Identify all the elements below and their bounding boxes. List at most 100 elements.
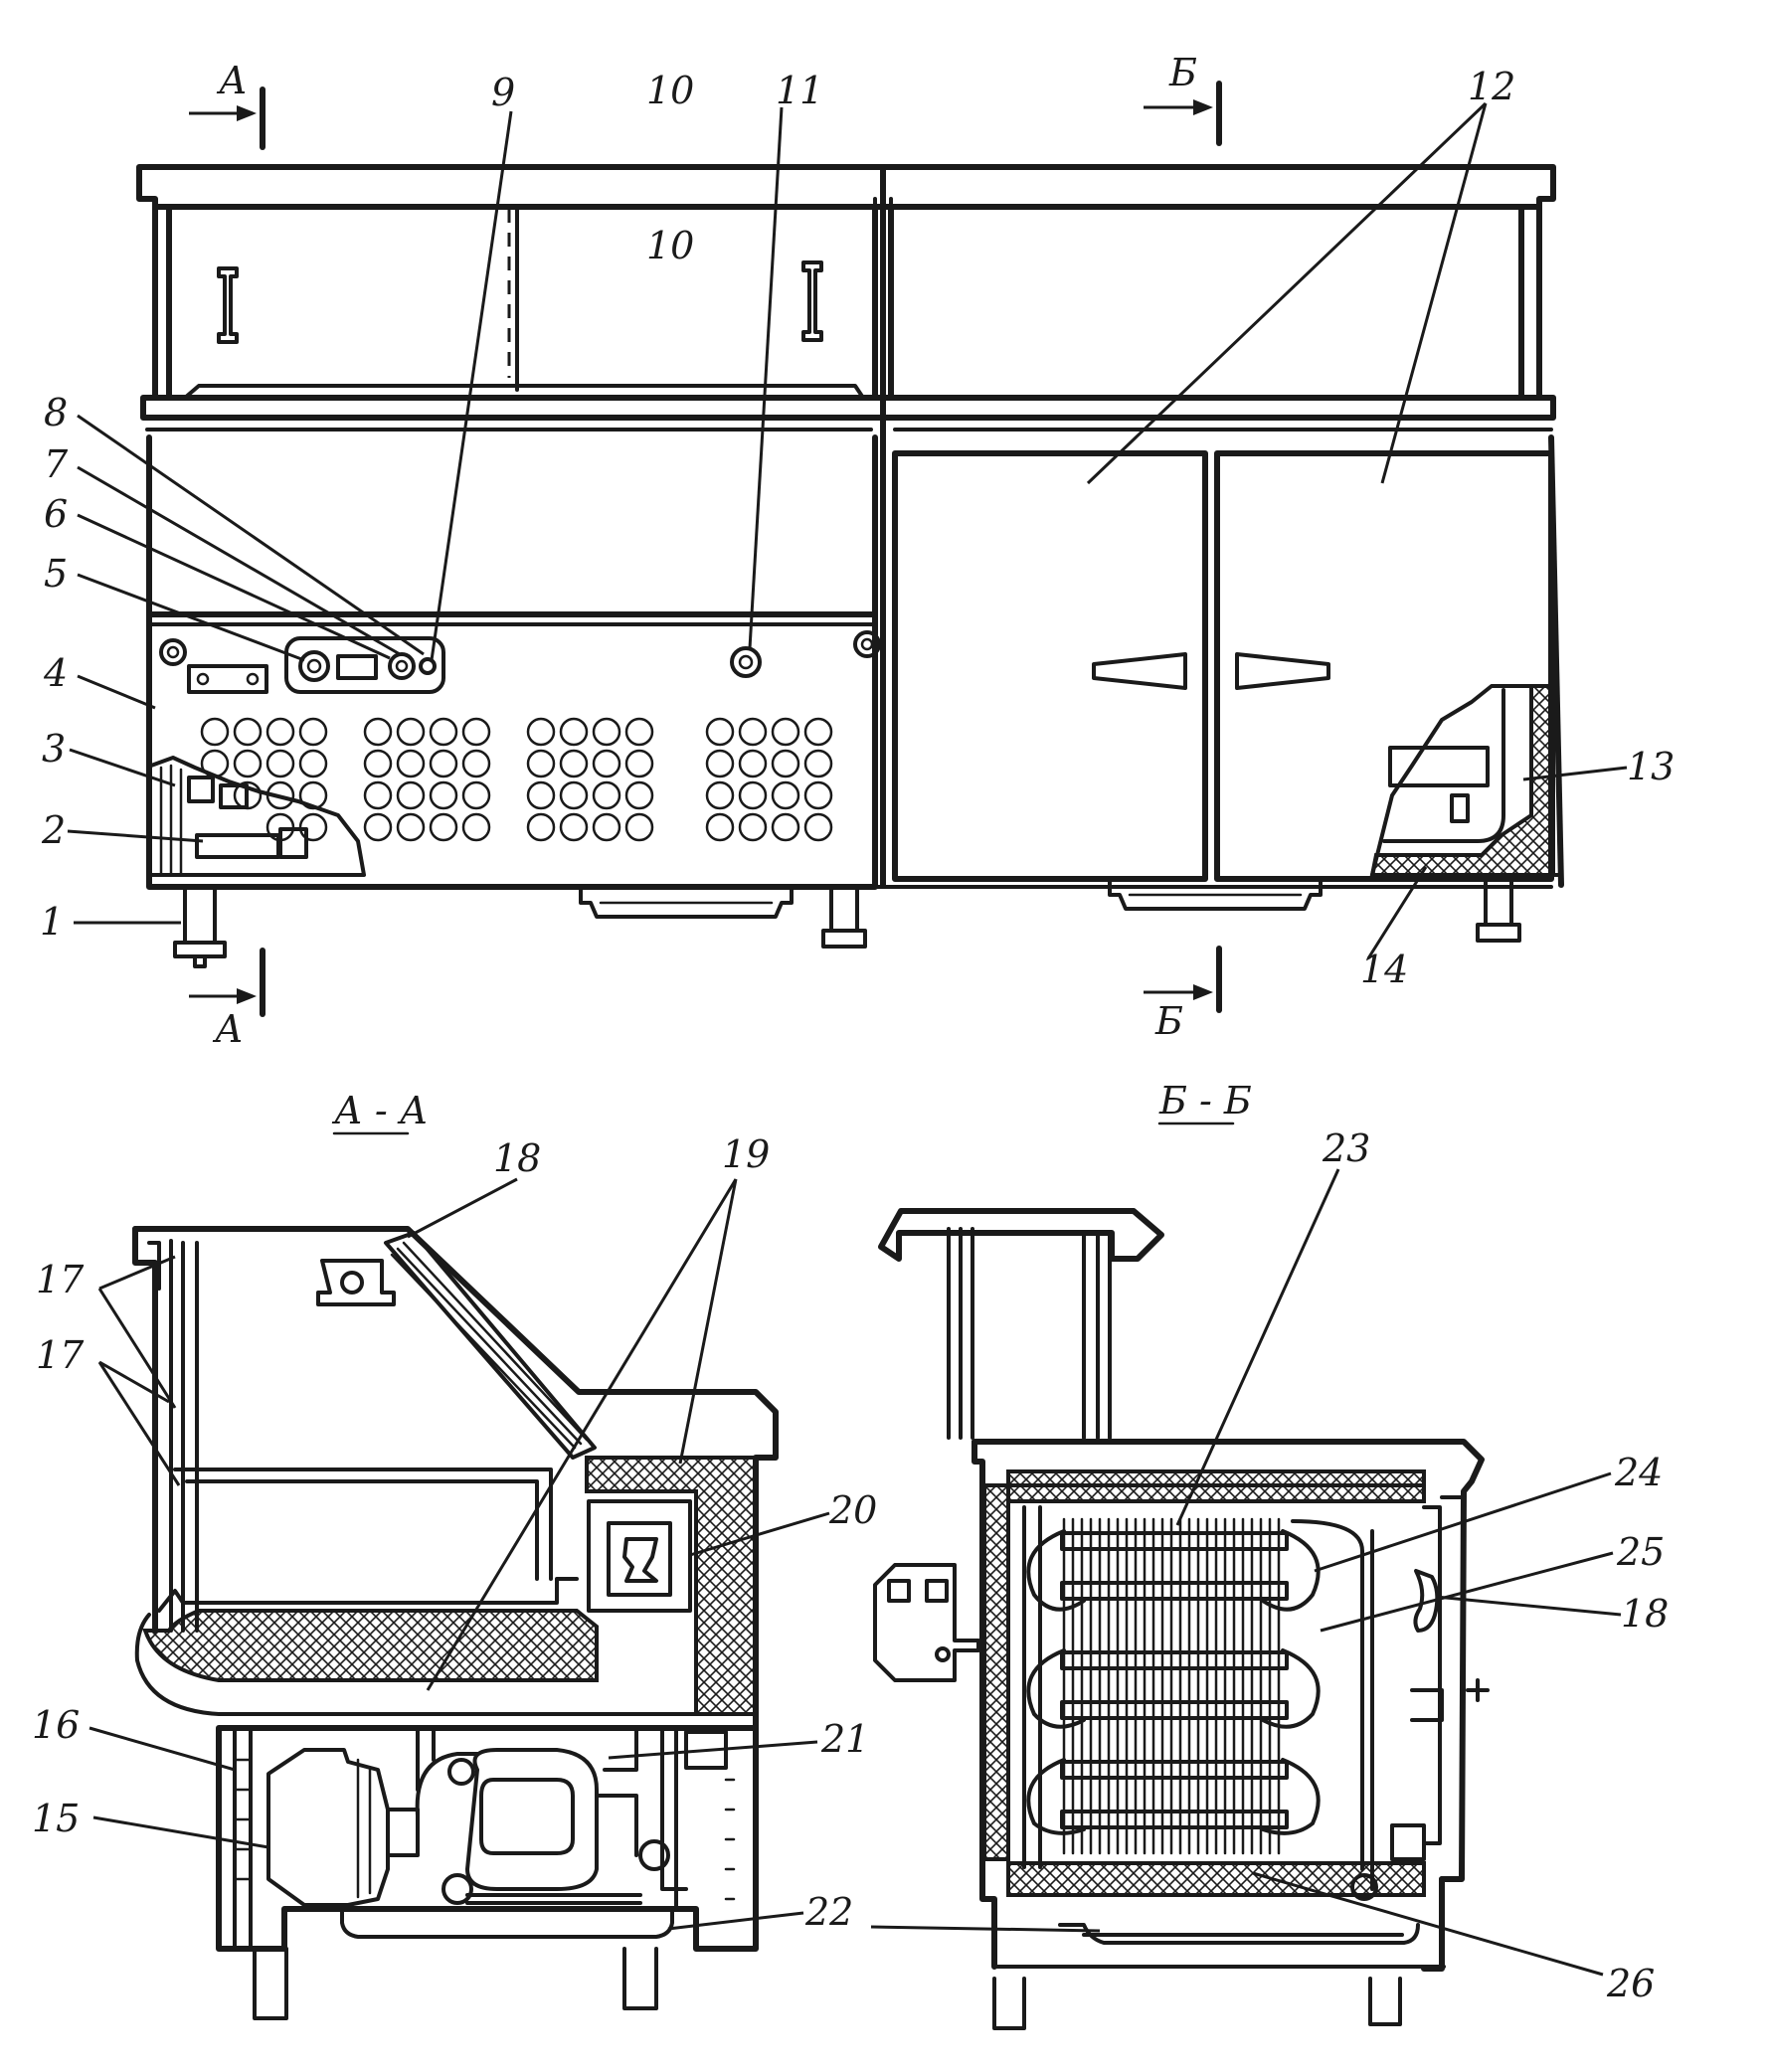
vent-hole-icon [705,717,735,747]
vent-hole-icon [592,749,621,778]
vent-hole-icon [461,812,491,842]
svg-text:Б: Б [1154,999,1183,1043]
vent-hole-icon [298,717,328,747]
vent-hole-icon [461,749,491,778]
label-16: 16 [32,1703,80,1747]
svg-text:А: А [216,59,248,102]
label-17b: 17 [36,1333,85,1377]
vent-hole-icon [233,749,263,778]
evaporator-23 [1060,1517,1289,1855]
vent-hole-icon [771,780,800,810]
handle-right-icon [801,260,823,342]
vent-hole-icon [738,780,768,810]
vent-hole-icon [526,780,556,810]
evaporator-tube [1060,1650,1289,1670]
bolt-icon [853,630,881,658]
vent-hole-icon [396,717,426,747]
evaporator-tube [1060,1531,1289,1551]
label-10b: 10 [646,224,694,267]
label-20: 20 [828,1488,877,1532]
label-7: 7 [44,442,69,486]
control-panel[interactable] [284,636,445,694]
vent-hole-icon [363,749,393,778]
evaporator-tube [1060,1810,1289,1829]
vent-hole-icon [771,812,800,842]
drip-tray-22 [340,1907,674,1939]
label-12: 12 [1468,65,1515,108]
door-right [1214,450,1554,882]
vent-hole-icon [738,812,768,842]
label-11: 11 [776,69,823,112]
door-handle-left-icon [1092,652,1187,690]
leg-1 [173,885,227,968]
vent-hole-icon [624,717,654,747]
label-18b: 18 [1621,1592,1669,1636]
shelf-bottom [157,1577,579,1613]
cutaway-left [149,756,366,877]
vent-hole-icon [429,717,458,747]
number-labels: 1 2 3 4 5 6 7 8 9 10 11 10 12 13 14 15 1… [32,65,1675,2005]
vent-hole-icon [624,749,654,778]
door-handle-right-icon [1235,652,1330,690]
label-25: 25 [1616,1530,1665,1574]
vent-hole-icon [233,717,263,747]
control-knob-11-icon[interactable] [730,646,762,678]
label-8: 8 [44,391,68,434]
label-1: 1 [40,900,64,944]
machine-compartment [216,1725,759,1952]
vent-hole-icon [200,717,230,747]
vent-hole-icon [771,749,800,778]
svg-text:Б: Б [1168,51,1197,94]
display-window-6-icon [336,654,378,680]
vent-hole-icon [803,749,833,778]
vent-hole-icon [738,749,768,778]
vent-hole-icon [429,812,458,842]
vent-hole-icon [559,812,589,842]
section-marker-a-top: А [189,59,265,150]
door-left [892,450,1208,882]
label-4: 4 [43,651,68,695]
evaporator-20 [587,1499,692,1613]
evaporator-tube [1060,1581,1289,1601]
section-marker-b-bottom: Б [1144,946,1222,1043]
label-17a: 17 [36,1258,85,1301]
label-9: 9 [491,71,515,114]
leg-right [1476,873,1521,943]
label-26: 26 [1606,1962,1655,2005]
vent-hole-icon [461,780,491,810]
vent-hole-icon [363,717,393,747]
insulation-b [982,1483,1010,1861]
vent-hole-icon [429,780,458,810]
control-knob-5-icon[interactable] [298,650,330,682]
vent-hole-icon [265,717,295,747]
label-19: 19 [722,1132,770,1176]
left-counter [146,434,878,890]
label-18: 18 [493,1136,541,1180]
coil-24 [1026,1529,1086,1835]
leader-lines [67,101,1628,1977]
vent-hole-icon [526,749,556,778]
vent-hole-icon [803,780,833,810]
handle-left-icon [217,266,239,344]
display-case-left [152,204,878,401]
nameplate [187,664,268,694]
vent-hole-icon [624,780,654,810]
label-24: 24 [1614,1451,1663,1494]
leg-center [821,885,867,949]
vent-hole-icon [738,717,768,747]
indicator-8-icon [419,657,437,675]
vent-hole-icon [265,749,295,778]
vent-hole-icon [396,749,426,778]
label-22: 22 [804,1890,853,1934]
bolt-icon [159,638,187,666]
label-10: 10 [646,69,694,112]
vent-hole-icon [803,717,833,747]
vent-hole-icon [396,780,426,810]
label-2: 2 [41,808,66,852]
vent-hole-icon [705,749,735,778]
front-view: А А Б Б [136,51,1564,1051]
vent-hole-icon [363,780,393,810]
vent-hole-icon [559,717,589,747]
control-knob-7-icon[interactable] [388,652,416,680]
